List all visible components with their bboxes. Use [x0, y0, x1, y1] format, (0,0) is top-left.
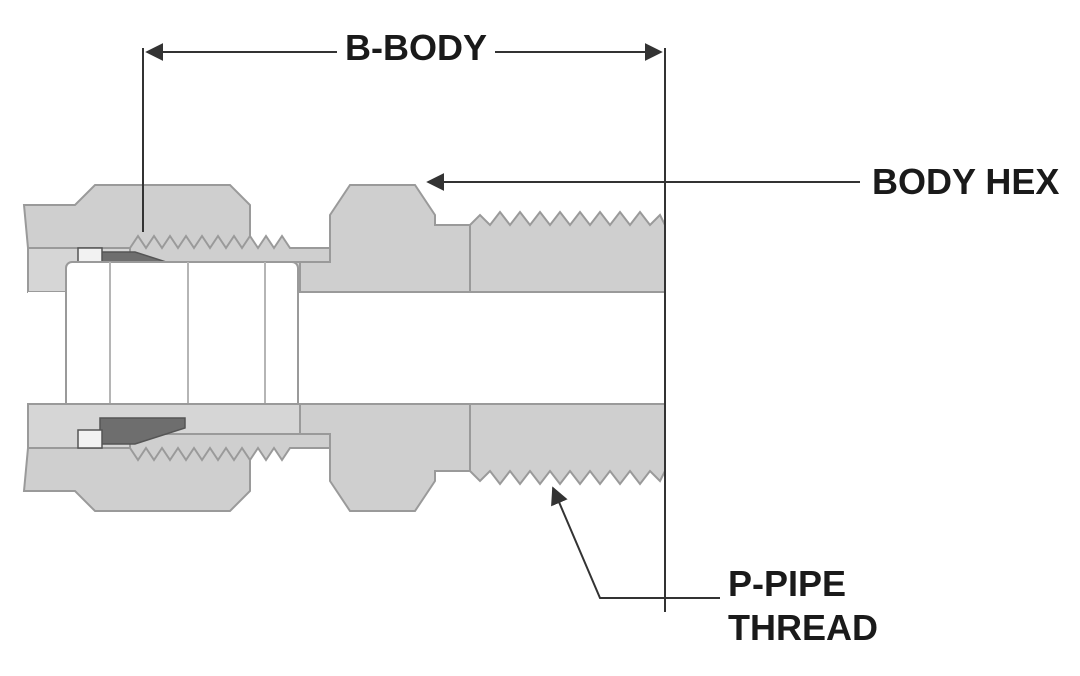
tube-bore: [28, 261, 665, 435]
pipe-thread-upper: [469, 210, 666, 293]
pipe-thread-leader: [551, 486, 720, 599]
b-body-label: B-BODY: [337, 30, 495, 66]
pipe-thread-label-line2: THREAD: [728, 607, 878, 648]
pipe-thread-label-line1: P-PIPE: [728, 563, 847, 604]
body-hex-label: BODY HEX: [872, 161, 1060, 202]
nut-thread-upper: [129, 234, 331, 263]
body-hex-upper: [299, 184, 471, 293]
fitting-lower-half: [22, 403, 666, 512]
pipe-thread-label: P-PIPE THREAD: [728, 562, 878, 650]
